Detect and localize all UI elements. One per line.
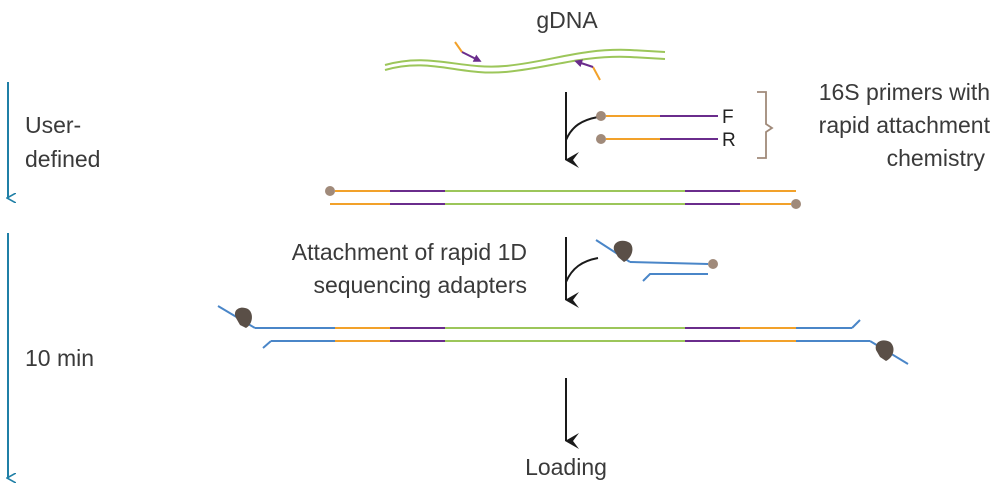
gdna-label: gDNA — [536, 7, 598, 33]
gdna-strands — [384, 48, 666, 74]
motor-protein-right — [875, 340, 894, 361]
attach-desc-line1: Attachment of rapid 1D — [292, 239, 527, 265]
primers-desc-line1: 16S primers with — [819, 79, 990, 105]
primers-desc-line2: rapid attachment — [819, 112, 991, 138]
gdna-primer-forward — [454, 41, 482, 62]
ten-min-label: 10 min — [25, 345, 94, 371]
primers-desc-line3: chemistry — [887, 145, 986, 171]
motor-protein-left — [234, 307, 252, 328]
user-defined-label-line2: defined — [25, 146, 100, 172]
adapted-library — [217, 305, 909, 365]
loading-label: Loading — [525, 454, 607, 480]
step-arrow-1 — [565, 92, 599, 168]
rapid-adapter — [595, 239, 718, 282]
user-defined-label-line1: User- — [25, 112, 81, 138]
primer-f — [596, 111, 718, 121]
primer-r — [596, 134, 718, 144]
gdna-primer-reverse — [574, 59, 601, 81]
primer-bracket — [757, 91, 774, 159]
primer-f-label: F — [722, 107, 734, 128]
step-arrow-2 — [565, 237, 599, 308]
primer-r-label: R — [722, 130, 736, 151]
amplicon — [325, 186, 801, 209]
attach-desc-line2: sequencing adapters — [313, 272, 527, 298]
